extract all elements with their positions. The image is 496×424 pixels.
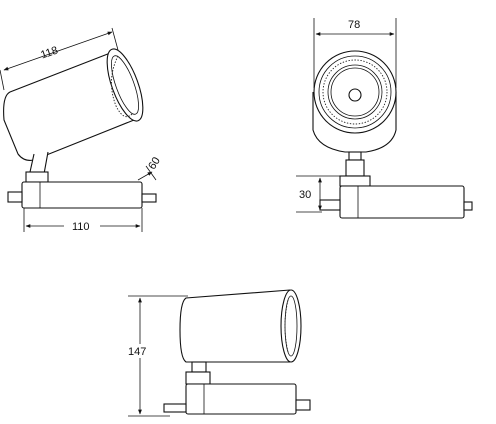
front-view: 78 30: [296, 18, 473, 219]
dimension-110: 110: [23, 208, 143, 233]
lamp-barrel: [3, 48, 144, 161]
front-track-adapter: [319, 185, 473, 219]
dimension-110-label: 110: [72, 221, 90, 233]
dimension-118-label: 118: [39, 44, 59, 61]
side-view-horizontal: 147: [126, 289, 311, 417]
dimension-78-label: 78: [348, 19, 360, 31]
dimension-60: 60: [137, 155, 163, 181]
dimension-30: 30: [296, 175, 344, 213]
track-adapter: [7, 181, 157, 209]
front-barrel: [312, 50, 397, 153]
heatsink-fins: [111, 55, 133, 118]
side-track-adapter: [163, 383, 311, 415]
side-barrel: [179, 289, 302, 363]
dimension-78: 78: [313, 18, 397, 88]
pivot-neck: [25, 151, 49, 183]
front-neck: [339, 151, 371, 187]
dimension-147: 147: [126, 295, 188, 417]
side-view-tilted: 118 110 60: [0, 27, 163, 233]
dimension-60-label: 60: [146, 155, 163, 172]
dimension-30-label: 30: [299, 189, 311, 201]
side-neck: [185, 361, 211, 385]
dimension-147-label: 147: [128, 346, 146, 358]
dimension-118: 118: [0, 27, 119, 91]
